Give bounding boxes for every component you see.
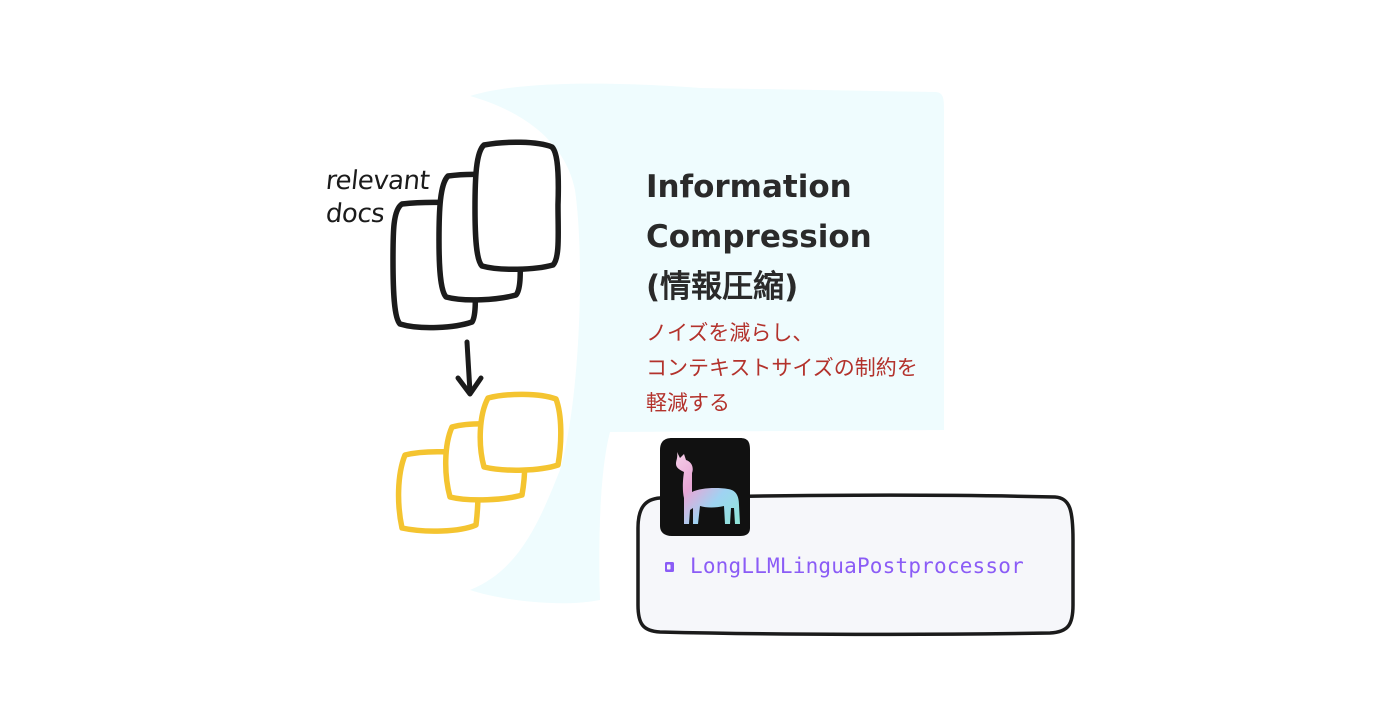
- compressed-docs-stack: [395, 391, 564, 534]
- title-line-2: Compression: [646, 219, 872, 255]
- docs-label: docs: [324, 199, 386, 229]
- tool-name: LongLLMLinguaPostprocessor: [690, 554, 1024, 578]
- llama-logo-icon: [660, 438, 750, 536]
- compressed-card-front: [477, 391, 564, 473]
- arrow-down-icon: [455, 339, 484, 397]
- highlight-background: [470, 83, 944, 604]
- description-line-3: 軽減する: [646, 391, 730, 415]
- title-line-1: Information: [646, 169, 852, 205]
- section-title: Information Compression (情報圧縮): [646, 162, 936, 312]
- description-line-2: コンテキストサイズの制約を: [646, 356, 918, 380]
- relevant-label: relevant: [324, 166, 431, 196]
- section-description: ノイズを減らし、 コンテキストサイズの制約を 軽減する: [646, 316, 946, 421]
- doc-card-front: [472, 139, 562, 273]
- module-icon: [665, 562, 674, 572]
- relevant-docs-stack: [390, 139, 562, 331]
- description-line-1: ノイズを減らし、: [646, 321, 814, 345]
- title-line-3: (情報圧縮): [646, 269, 799, 305]
